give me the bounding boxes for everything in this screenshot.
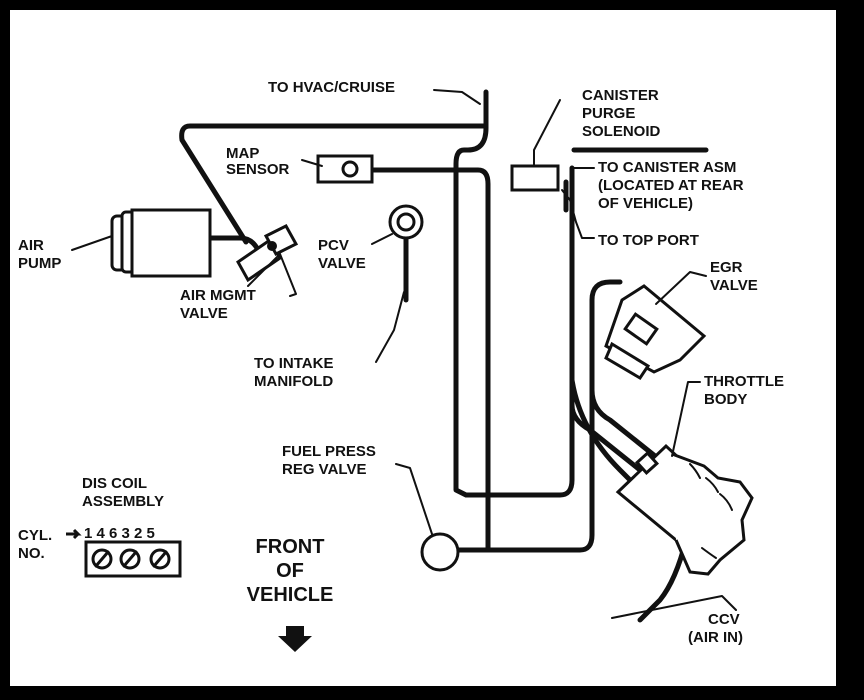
label-cyl-1: CYL. (18, 527, 52, 544)
air-pump (110, 208, 212, 278)
label-fuel-press-1: FUEL PRESS (282, 443, 376, 460)
label-to-canister-1: TO CANISTER ASM (598, 159, 736, 176)
label-map-sensor-1: MAP (226, 145, 259, 162)
air-mgmt-vacuum-hose (179, 123, 489, 245)
air-pump-hose (207, 235, 261, 253)
label-canister-purge-2: PURGE (582, 105, 635, 122)
label-front-2: OF (276, 560, 304, 582)
cyl-pointer-icon (66, 528, 82, 540)
hvac-cruise-hose (453, 89, 575, 498)
map-sensor (316, 154, 374, 184)
dis-coil-assembly (84, 540, 182, 578)
label-throttle-body-2: BODY (704, 391, 747, 408)
label-map-sensor-2: SENSOR (226, 161, 290, 178)
canister-purge-solenoid (510, 164, 560, 192)
throttle-body-hose-c (569, 377, 633, 483)
label-canister-purge-3: SOLENOID (582, 123, 661, 140)
label-air-mgmt-1: AIR MGMT (180, 287, 256, 304)
label-egr-valve-1: EGR (710, 259, 743, 276)
throttle-body-hose-a (485, 279, 623, 553)
label-to-hvac-cruise: TO HVAC/CRUISE (268, 79, 395, 96)
label-egr-valve-2: VALVE (710, 277, 758, 294)
label-air-mgmt-2: VALVE (180, 305, 228, 322)
label-to-canister-2: (LOCATED AT REAR (598, 177, 744, 194)
label-dis-coil-1: DIS COIL (82, 475, 147, 492)
label-pcv-valve-1: PCV (318, 237, 349, 254)
label-throttle-body-1: THROTTLE (704, 373, 784, 390)
leader-lines (71, 89, 737, 619)
throttle-body-hose-b (589, 387, 663, 463)
throttle-body (615, 443, 754, 576)
label-ccv-1: CCV (708, 611, 740, 628)
map-sensor-hose (357, 167, 491, 553)
label-pcv-valve-2: VALVE (318, 255, 366, 272)
label-to-top-port: TO TOP PORT (598, 232, 699, 249)
front-arrow-icon (278, 626, 312, 652)
label-air-pump-2: PUMP (18, 255, 61, 272)
label-front-3: VEHICLE (247, 584, 334, 606)
label-air-pump-1: AIR (18, 237, 44, 254)
fuel-press-reg-valve (420, 532, 460, 572)
label-to-canister-3: OF VEHICLE) (598, 195, 693, 212)
label-canister-purge-1: CANISTER (582, 87, 659, 104)
label-front-1: FRONT (256, 536, 325, 558)
pcv-valve (388, 204, 424, 240)
label-cyl-2: NO. (18, 545, 45, 562)
label-fuel-press-2: REG VALVE (282, 461, 366, 478)
air-mgmt-valve (236, 224, 299, 283)
label-cyl-order: 1 4 6 3 2 5 (84, 525, 155, 542)
label-to-intake-2: MANIFOLD (254, 373, 333, 390)
label-to-intake-1: TO INTAKE (254, 355, 333, 372)
label-ccv-2: (AIR IN) (688, 629, 743, 646)
label-dis-coil-2: ASSEMBLY (82, 493, 164, 510)
egr-valve (604, 284, 707, 381)
